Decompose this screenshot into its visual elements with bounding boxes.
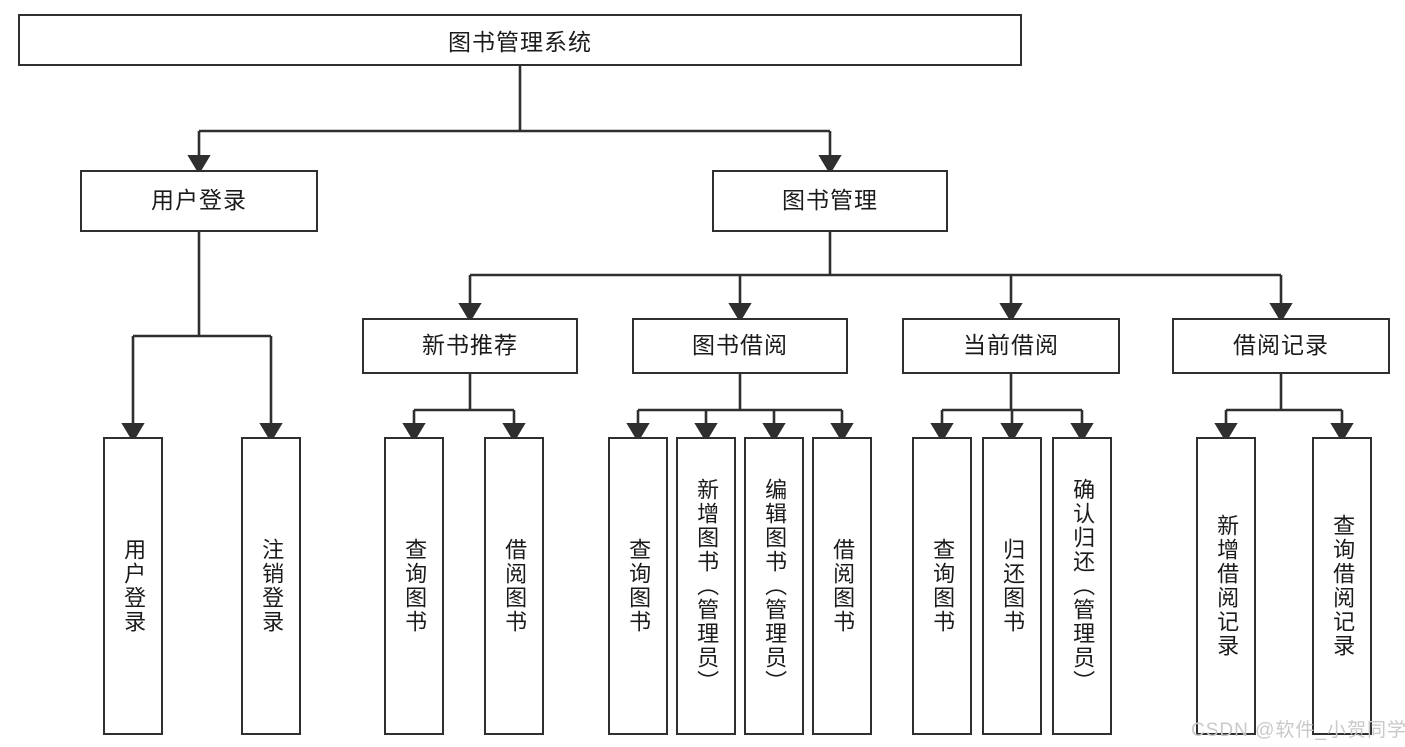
leaf-records-query-record-label: 查询借阅记录 (1330, 514, 1356, 658)
leaf-current-return-book[interactable]: 归还图书 (982, 437, 1042, 735)
leaf-new-book-query[interactable]: 查询图书 (384, 437, 444, 735)
node-current-borrow-label: 当前借阅 (963, 332, 1059, 359)
leaf-new-book-query-label: 查询图书 (402, 538, 428, 634)
leaf-records-add-record[interactable]: 新增借阅记录 (1196, 437, 1256, 735)
node-book-borrow[interactable]: 图书借阅 (632, 318, 848, 374)
node-book-management[interactable]: 图书管理 (712, 170, 948, 232)
node-user-login[interactable]: 用户登录 (80, 170, 318, 232)
leaf-user-login-signin[interactable]: 用户登录 (103, 437, 163, 735)
leaf-records-query-record[interactable]: 查询借阅记录 (1312, 437, 1372, 735)
leaf-user-login-signout-label: 注销登录 (259, 538, 285, 634)
node-book-borrow-label: 图书借阅 (692, 332, 788, 359)
leaf-borrow-query-book-label: 查询图书 (626, 538, 652, 634)
leaf-new-book-borrow[interactable]: 借阅图书 (484, 437, 544, 735)
leaf-borrow-query-book[interactable]: 查询图书 (608, 437, 668, 735)
node-current-borrow[interactable]: 当前借阅 (902, 318, 1120, 374)
leaf-borrow-add-book-label: 新增图书（管理员） (694, 478, 720, 694)
node-borrow-records[interactable]: 借阅记录 (1172, 318, 1390, 374)
csdn-watermark: CSDN @软件_小贺同学 (1191, 715, 1405, 742)
leaf-records-add-record-label: 新增借阅记录 (1214, 514, 1240, 658)
leaf-borrow-edit-book[interactable]: 编辑图书（管理员） (744, 437, 804, 735)
node-root-label: 图书管理系统 (448, 29, 592, 55)
leaf-current-query-book-label: 查询图书 (930, 538, 956, 634)
leaf-user-login-signout[interactable]: 注销登录 (241, 437, 301, 735)
leaf-current-confirm-return-label: 确认归还（管理员） (1070, 478, 1096, 694)
leaf-borrow-add-book[interactable]: 新增图书（管理员） (676, 437, 736, 735)
node-borrow-records-label: 借阅记录 (1233, 332, 1329, 359)
leaf-current-query-book[interactable]: 查询图书 (912, 437, 972, 735)
node-root[interactable]: 图书管理系统 (18, 14, 1022, 66)
csdn-watermark-text: CSDN @软件_小贺同学 (1191, 720, 1405, 741)
leaf-borrow-borrow-book[interactable]: 借阅图书 (812, 437, 872, 735)
leaf-borrow-borrow-book-label: 借阅图书 (830, 538, 856, 634)
leaf-current-confirm-return[interactable]: 确认归还（管理员） (1052, 437, 1112, 735)
leaf-user-login-signin-label: 用户登录 (121, 538, 147, 634)
leaf-new-book-borrow-label: 借阅图书 (502, 538, 528, 634)
node-book-management-label: 图书管理 (782, 187, 878, 214)
leaf-current-return-book-label: 归还图书 (1000, 538, 1026, 634)
node-new-book-recommend[interactable]: 新书推荐 (362, 318, 578, 374)
node-user-login-label: 用户登录 (151, 187, 247, 214)
leaf-borrow-edit-book-label: 编辑图书（管理员） (762, 478, 788, 694)
node-new-book-recommend-label: 新书推荐 (422, 332, 518, 359)
